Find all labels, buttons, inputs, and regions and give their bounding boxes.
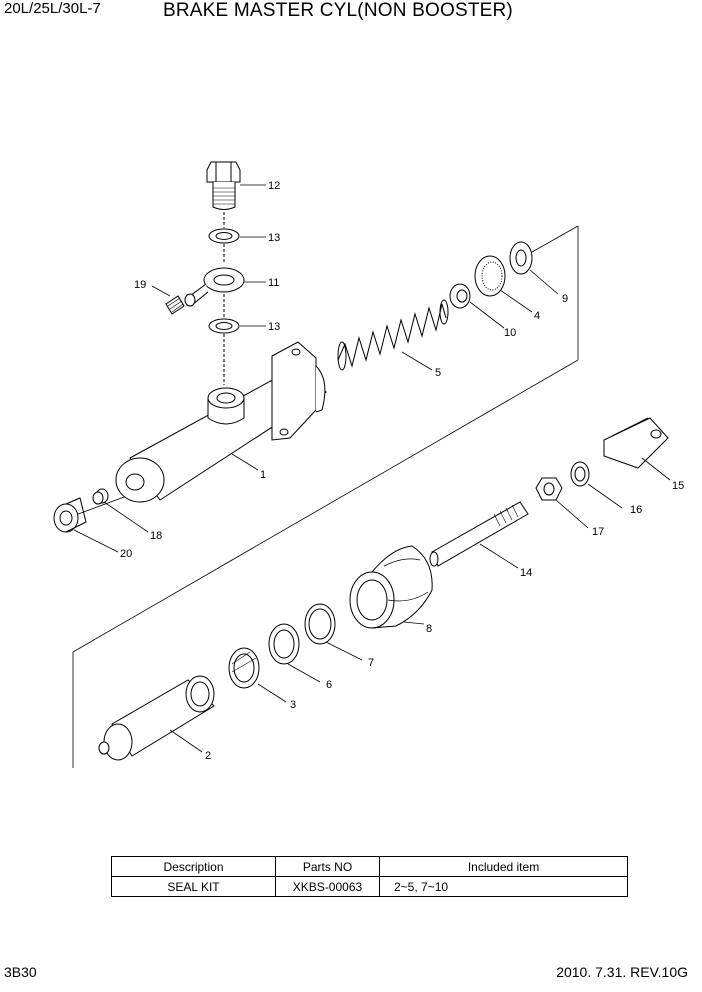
part-4-cup (474, 255, 506, 297)
part-8-boot (349, 545, 433, 629)
part-3-seal (228, 647, 260, 689)
callout-2: 2 (205, 750, 211, 762)
callout-11: 11 (268, 277, 279, 289)
callout-17: 17 (592, 526, 604, 538)
part-11-banjo-fitting (184, 267, 245, 307)
callout-labels: 12 13 11 13 19 1 5 10 4 9 15 16 17 14 8 … (120, 180, 684, 762)
part-18-valve (92, 488, 109, 505)
part-10-ring (449, 283, 471, 309)
part-7-snap-ring (304, 603, 336, 645)
column-header-parts-no: Parts NO (275, 856, 380, 877)
callout-10: 10 (504, 327, 516, 339)
callout-14: 14 (520, 567, 532, 579)
part-2-piston (98, 675, 215, 761)
part-9-washer (509, 241, 533, 275)
callout-12: 12 (268, 180, 280, 192)
seal-kit-table: Description Parts NO Included item SEAL … (111, 856, 628, 897)
part-13-washer-upper (208, 228, 240, 244)
part-16-bushing (570, 461, 590, 487)
leader-lines (73, 184, 671, 753)
part-6-washer (268, 623, 300, 665)
callout-19: 19 (134, 279, 146, 291)
cell-included-item: 2~5, 7~10 (379, 876, 628, 897)
callout-20: 20 (120, 548, 132, 560)
table-row: SEAL KIT XKBS-00063 2~5, 7~10 (111, 876, 628, 897)
part-12-bolt (206, 161, 241, 228)
model-code: 20L/25L/30L-7 (4, 0, 101, 17)
column-header-description: Description (111, 856, 276, 877)
part-19-bleeder-screw (165, 295, 185, 315)
cell-parts-no: XKBS-00063 (275, 876, 380, 897)
part-1-cylinder-body (115, 341, 327, 503)
callout-6: 6 (326, 679, 332, 691)
column-header-included-item: Included item (379, 856, 628, 877)
callout-4: 4 (534, 310, 540, 322)
callout-1: 1 (260, 469, 266, 481)
table-header-row: Description Parts NO Included item (111, 856, 628, 877)
part-15-clevis (603, 417, 669, 469)
callout-3: 3 (290, 699, 296, 711)
page-title: BRAKE MASTER CYL(NON BOOSTER) (163, 0, 513, 21)
callout-18: 18 (150, 530, 162, 542)
callout-5: 5 (435, 367, 441, 379)
part-20-cap (53, 497, 87, 533)
callout-16: 16 (630, 504, 642, 516)
callout-8: 8 (426, 623, 432, 635)
part-17-nut (535, 477, 563, 501)
callout-13-upper: 13 (268, 232, 280, 244)
part-5-spring (337, 299, 449, 371)
part-14-push-rod (429, 501, 529, 567)
callout-15: 15 (672, 480, 684, 492)
page-code: 3B30 (4, 964, 37, 980)
cell-description: SEAL KIT (111, 876, 276, 897)
callout-9: 9 (562, 293, 568, 305)
callout-13-lower: 13 (268, 321, 280, 333)
part-13-washer-lower (208, 318, 240, 334)
callout-7: 7 (368, 657, 374, 669)
revision-date: 2010. 7.31. REV.10G (556, 964, 688, 980)
